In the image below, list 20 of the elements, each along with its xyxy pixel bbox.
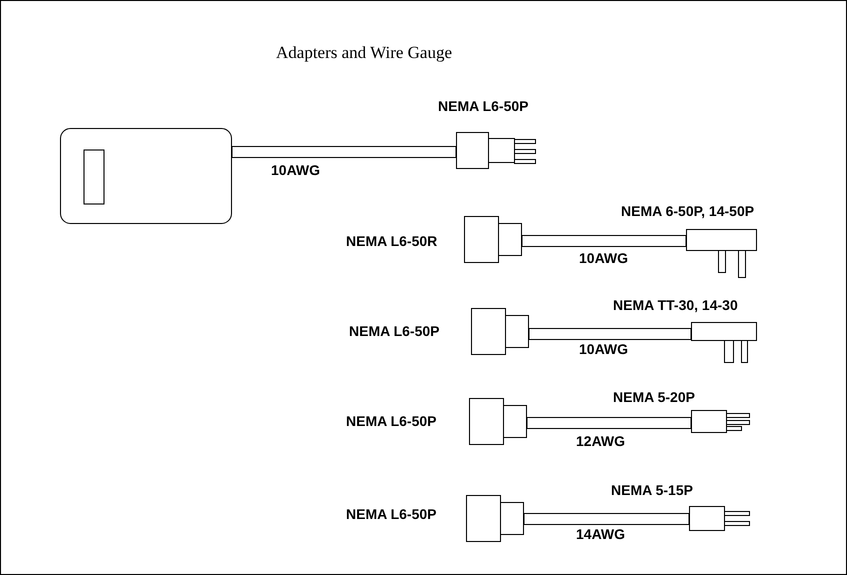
plug-label: NEMA L6-50P <box>438 98 529 114</box>
cable <box>526 417 692 429</box>
cable <box>232 146 456 158</box>
plug-label: NEMA 6-50P, 14-50P <box>621 203 754 219</box>
plug-label: NEMA L6-50P <box>346 413 437 429</box>
plug-label: NEMA L6-50P <box>346 506 437 522</box>
cable <box>522 235 686 247</box>
edge-label: 10AWG <box>579 341 628 357</box>
edge-label: 10AWG <box>579 250 628 266</box>
edge-label: 10AWG <box>271 162 320 178</box>
diagram-title: Adapters and Wire Gauge <box>276 43 452 63</box>
edge-label: 12AWG <box>576 433 626 449</box>
plug-label: NEMA 5-15P <box>611 482 693 498</box>
plug-label: NEMA L6-50P <box>349 323 440 339</box>
edge-label: 14AWG <box>576 526 626 542</box>
plug-label: NEMA TT-30, 14-30 <box>613 297 738 313</box>
plug-label: NEMA L6-50R <box>346 233 438 249</box>
cable <box>528 328 692 340</box>
cable <box>524 513 690 525</box>
plug-label: NEMA 5-20P <box>613 389 695 405</box>
